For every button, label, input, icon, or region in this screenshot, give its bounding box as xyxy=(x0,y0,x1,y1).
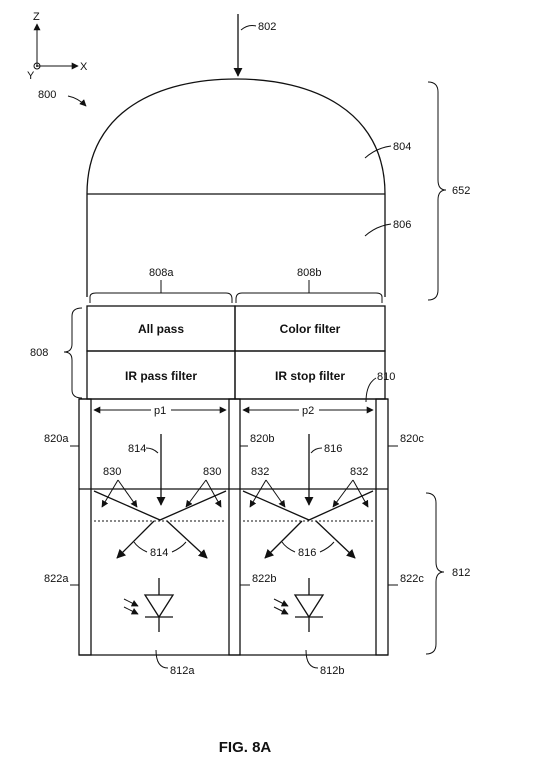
bracket-812 xyxy=(425,492,445,655)
leader-832-right-a xyxy=(332,479,354,508)
label-808b: 808b xyxy=(297,267,321,279)
label-832-right: 832 xyxy=(350,466,368,478)
p2-label-bg xyxy=(299,403,319,416)
leader-802 xyxy=(240,25,257,31)
label-808: 808 xyxy=(30,347,48,359)
scatter-structure-832 xyxy=(242,490,374,521)
leader-814-bottom-b xyxy=(171,541,187,553)
label-820b: 820b xyxy=(250,433,274,445)
leader-832-left-b xyxy=(265,479,286,508)
label-p2: p2 xyxy=(302,405,314,417)
label-652: 652 xyxy=(452,185,470,197)
label-806: 806 xyxy=(393,219,411,231)
ray-816-right xyxy=(315,520,356,559)
label-822a: 822a xyxy=(44,573,69,585)
leader-830-left-b xyxy=(117,479,138,508)
label-808a: 808a xyxy=(149,267,174,279)
sensor-walls xyxy=(78,398,389,656)
ray-816-left xyxy=(264,520,303,559)
bracket-808b xyxy=(235,292,383,303)
wall-820a-822a xyxy=(78,398,92,656)
photodiode-icon-right xyxy=(273,578,325,632)
label-p1: p1 xyxy=(154,405,166,417)
wall-820b-822b xyxy=(228,398,241,656)
bracket-808a xyxy=(89,292,233,303)
label-832-left: 832 xyxy=(251,466,269,478)
photodiode-icon-left xyxy=(123,578,175,632)
wall-820c-822c xyxy=(375,398,389,656)
arrow-800 xyxy=(67,95,87,107)
label-812b: 812b xyxy=(320,665,344,677)
label-822c: 822c xyxy=(400,573,424,585)
leader-814-bottom-a xyxy=(133,541,148,553)
leader-816-bottom-b xyxy=(319,541,335,553)
leader-816-top xyxy=(310,447,323,454)
scatter-structure-830 xyxy=(93,490,227,521)
color-filter-text: Color filter xyxy=(280,322,341,336)
leader-832-left-a xyxy=(249,479,267,508)
leader-812b xyxy=(305,649,319,669)
label-820a: 820a xyxy=(44,433,69,445)
label-800: 800 xyxy=(38,89,56,101)
leader-804 xyxy=(364,145,392,159)
leader-816-bottom-a xyxy=(281,541,296,553)
axis-z-label: Z xyxy=(33,11,40,23)
leader-830-right-a xyxy=(185,479,207,508)
ray-814-right xyxy=(166,520,208,559)
ir-stop-text: IR stop filter xyxy=(275,369,345,383)
leader-806 xyxy=(364,223,392,237)
label-822b: 822b xyxy=(252,573,276,585)
coordinate-axes: Z X Y xyxy=(27,11,88,82)
bracket-808 xyxy=(63,307,83,399)
axis-y-label: Y xyxy=(27,70,35,82)
label-810: 810 xyxy=(377,371,395,383)
label-802: 802 xyxy=(258,21,276,33)
label-820c: 820c xyxy=(400,433,424,445)
all-pass-text: All pass xyxy=(138,322,184,336)
axis-x-label: X xyxy=(80,61,88,73)
label-830-left: 830 xyxy=(103,466,121,478)
label-804: 804 xyxy=(393,141,411,153)
label-812a: 812a xyxy=(170,665,195,677)
label-830-right: 830 xyxy=(203,466,221,478)
label-816-top: 816 xyxy=(324,443,342,455)
figure-caption: FIG. 8A xyxy=(219,739,272,756)
p1-label-bg xyxy=(151,403,171,416)
ir-pass-text: IR pass filter xyxy=(125,369,197,383)
microlens-dome xyxy=(86,78,386,195)
bracket-652 xyxy=(427,81,447,301)
label-814-top: 814 xyxy=(128,443,146,455)
ray-814-left xyxy=(116,520,155,559)
label-812: 812 xyxy=(452,567,470,579)
leader-830-right-b xyxy=(205,479,222,508)
leader-830-left-a xyxy=(101,479,119,508)
leader-812a xyxy=(155,649,169,669)
leader-832-right-b xyxy=(352,479,369,508)
label-816-bottom: 816 xyxy=(298,547,316,559)
filter-stack: All pass Color filter IR pass filter IR … xyxy=(86,305,386,400)
leader-814-top xyxy=(145,447,159,454)
label-814-bottom: 814 xyxy=(150,547,168,559)
